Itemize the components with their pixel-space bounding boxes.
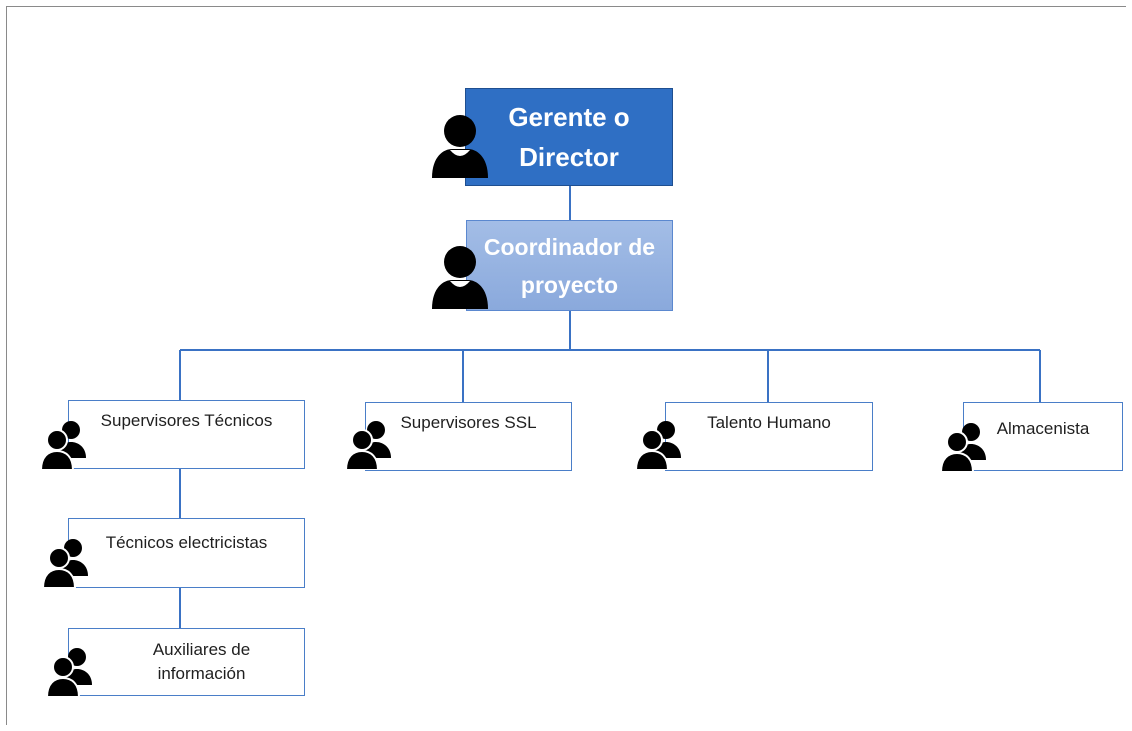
people-icon (46, 648, 92, 697)
node-supervisores-ssl: Supervisores SSL (365, 402, 572, 471)
person-icon (432, 246, 488, 309)
node-talento-humano: Talento Humano (665, 402, 873, 471)
people-icon (345, 421, 391, 470)
node-talento-humano-label: Talento Humano (707, 413, 831, 432)
node-gerente: Gerente o Director (465, 88, 673, 186)
node-supervisores-ssl-label: Supervisores SSL (400, 413, 537, 432)
people-icon (940, 423, 986, 472)
people-icon (635, 421, 681, 470)
node-auxiliares-label: Auxiliares de información (152, 640, 251, 683)
node-gerente-label: Gerente o Director (508, 102, 630, 172)
node-supervisores-tecnicos-label: Supervisores Técnicos (100, 411, 273, 430)
node-supervisores-tecnicos: Supervisores Técnicos (68, 400, 305, 469)
node-tecnicos-electricistas: Técnicos electricistas (68, 518, 305, 588)
node-coordinador: Coordinador de proyecto (466, 220, 673, 311)
node-coordinador-label: Coordinador de proyecto (483, 233, 656, 298)
people-icon (40, 421, 86, 470)
people-icon (42, 539, 88, 588)
person-icon (432, 115, 488, 178)
diagram-frame (6, 6, 1126, 725)
node-tecnicos-electricistas-label: Técnicos electricistas (105, 533, 268, 552)
node-almacenista-label: Almacenista (996, 419, 1090, 438)
node-auxiliares: Auxiliares de información (68, 628, 305, 696)
